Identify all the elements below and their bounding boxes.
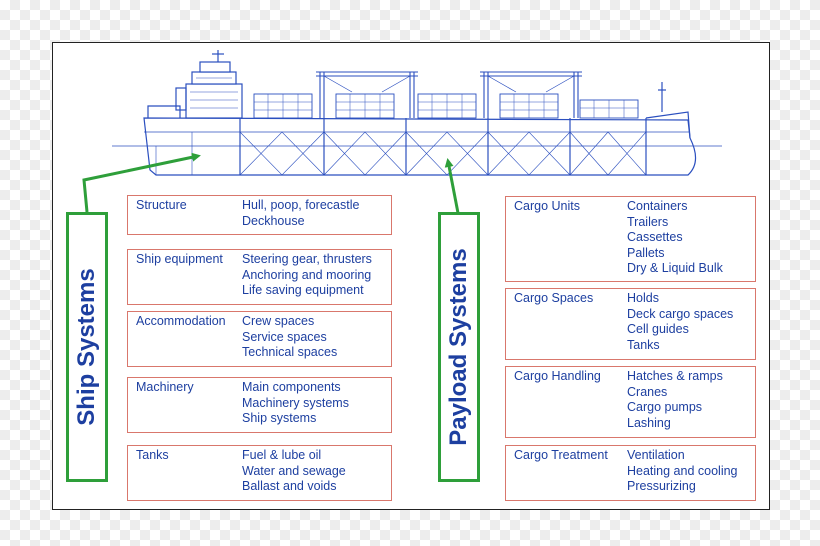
box-item: Hull, poop, forecastle: [242, 198, 360, 212]
box-item: Ballast and voids: [242, 479, 337, 493]
payload-systems-arrow: [444, 158, 460, 214]
box-item: Fuel & lube oil: [242, 448, 322, 462]
box-item: Tanks: [627, 337, 660, 352]
accommodation-box: Accommodation Crew spaces Service spaces…: [127, 311, 392, 367]
box-title: Structure: [136, 198, 187, 212]
box-item: Lashing: [627, 415, 671, 430]
structure-box: Structure Hull, poop, forecastle Deckhou…: [127, 195, 392, 235]
cargo-handling-box: Cargo Handling Hatches & ramps Cranes Ca…: [505, 366, 756, 438]
box-item: Dry & Liquid Bulk: [627, 261, 723, 275]
box-title: Cargo Units: [514, 199, 580, 213]
box-title: Cargo Spaces: [514, 291, 594, 305]
cargo-spaces-box: Cargo Spaces Holds Deck cargo spaces Cel…: [505, 288, 756, 360]
box-item: Technical spaces: [242, 345, 338, 359]
box-item: Containers: [627, 199, 688, 213]
box-item: Service spaces: [242, 329, 327, 344]
box-title: Machinery: [136, 380, 194, 394]
box-item: Ship systems: [242, 411, 317, 425]
box-item: Cranes: [627, 384, 668, 399]
cargo-treatment-box: Cargo Treatment Ventilation Heating and …: [505, 445, 756, 501]
box-item: Pallets: [627, 245, 665, 260]
box-item: Cargo pumps: [627, 400, 703, 414]
box-item: Water and sewage: [242, 463, 346, 478]
box-item: Heating and cooling: [627, 463, 738, 478]
machinery-box: Machinery Main components Machinery syst…: [127, 377, 392, 433]
box-item: Cell guides: [627, 322, 689, 336]
ship-systems-label-box: Ship Systems: [66, 212, 108, 482]
box-title: Cargo Treatment: [514, 448, 608, 462]
box-item: Anchoring and mooring: [242, 267, 372, 282]
box-item: Deckhouse: [242, 213, 305, 228]
ship-illustration: [112, 50, 722, 176]
box-item: Deck cargo spaces: [627, 306, 734, 321]
payload-systems-label: Payload Systems: [445, 248, 472, 446]
box-title: Cargo Handling: [514, 369, 601, 383]
tanks-box: Tanks Fuel & lube oil Water and sewage B…: [127, 445, 392, 501]
payload-systems-label-box: Payload Systems: [438, 212, 480, 482]
box-item: Main components: [242, 380, 341, 394]
box-item: Holds: [627, 291, 659, 305]
ship-systems-arrow: [82, 152, 201, 213]
box-item: Life saving equipment: [242, 283, 364, 297]
box-item: Steering gear, thrusters: [242, 252, 372, 266]
box-item: Ventilation: [627, 448, 685, 462]
ship-equipment-box: Ship equipment Steering gear, thrusters …: [127, 249, 392, 305]
box-title: Ship equipment: [136, 252, 223, 266]
box-title: Tanks: [136, 448, 169, 462]
cargo-units-box: Cargo Units Containers Trailers Cassette…: [505, 196, 756, 282]
box-title: Accommodation: [136, 314, 226, 328]
box-item: Crew spaces: [242, 314, 315, 328]
box-item: Machinery systems: [242, 395, 349, 410]
box-item: Hatches & ramps: [627, 369, 723, 383]
ship-systems-label: Ship Systems: [73, 268, 100, 426]
box-item: Pressurizing: [627, 479, 696, 493]
box-item: Trailers: [627, 214, 669, 229]
box-item: Cassettes: [627, 230, 683, 244]
